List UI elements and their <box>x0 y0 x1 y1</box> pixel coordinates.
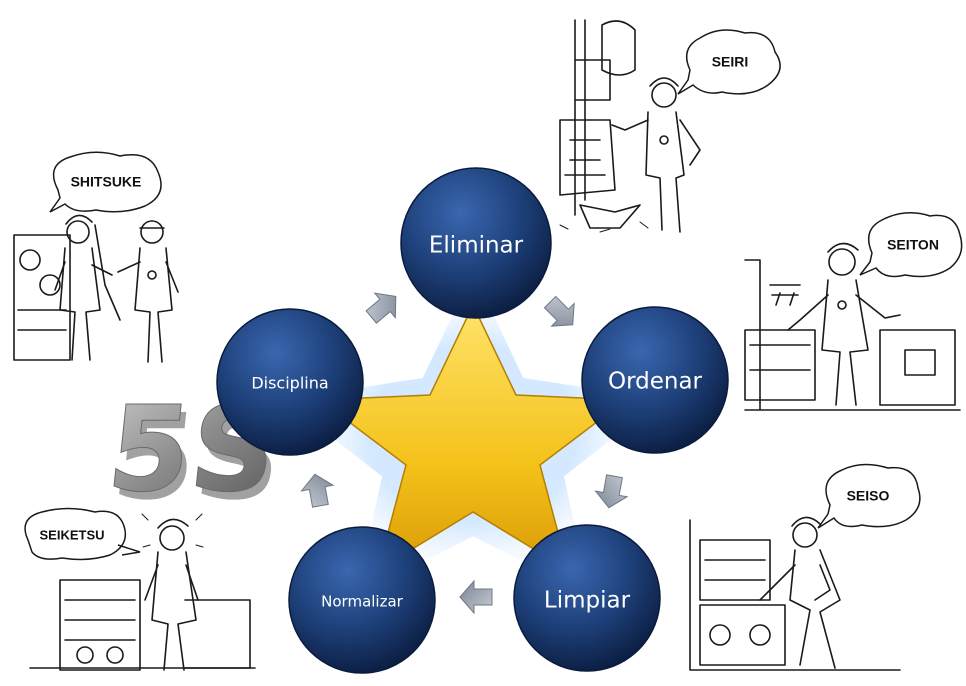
bubble-seiso: SEISO <box>817 463 921 529</box>
bubble-shitsuke: SHITSUKE <box>49 151 162 213</box>
bubble-seiri-text: SEIRI <box>712 54 749 70</box>
illustration-seiri <box>548 14 708 239</box>
bubble-seiton-text: SEITON <box>887 237 939 253</box>
arrow-ordenar-to-limpiar <box>594 474 629 509</box>
bubble-seiri: SEIRI <box>677 29 781 95</box>
bubble-seiso-text: SEISO <box>847 488 890 504</box>
arrow-disciplina-to-eliminar <box>365 292 397 324</box>
step-eliminar: Eliminar <box>400 167 552 319</box>
step-normalizar: Normalizar <box>288 526 436 674</box>
bubble-seiketsu-text: SEIKETSU <box>39 527 104 542</box>
arrow-eliminar-to-ordenar <box>543 295 575 327</box>
step-ordenar-label: Ordenar <box>608 369 703 395</box>
step-limpiar-label: Limpiar <box>544 588 631 614</box>
step-ordenar: Ordenar <box>581 306 729 454</box>
step-normalizar-label: Normalizar <box>321 593 404 611</box>
step-limpiar: Limpiar <box>513 524 661 672</box>
bubble-seiton: SEITON <box>859 212 963 278</box>
step-disciplina-label: Disciplina <box>251 374 328 393</box>
bubble-shitsuke-text: SHITSUKE <box>71 174 142 190</box>
arrow-limpiar-to-normalizar <box>459 579 493 615</box>
arrow-normalizar-to-disciplina <box>300 473 335 508</box>
step-eliminar-label: Eliminar <box>429 233 524 259</box>
bubble-seiketsu: SEIKETSU <box>24 507 141 561</box>
step-disciplina: Disciplina <box>216 308 364 456</box>
